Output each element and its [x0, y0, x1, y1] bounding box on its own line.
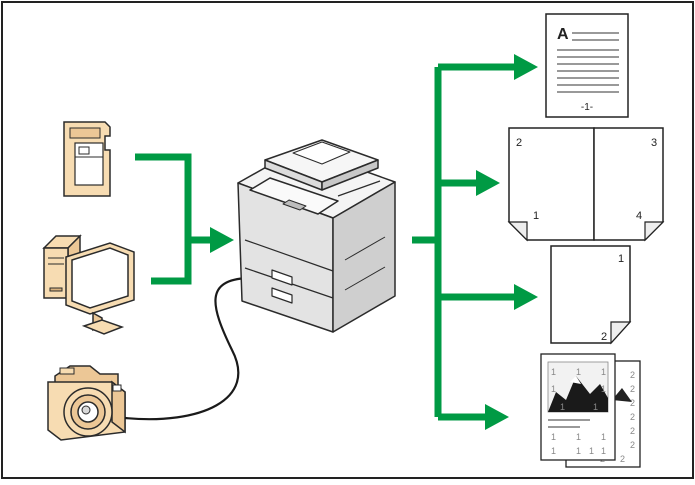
booklet-page-top-left: 2 — [516, 137, 522, 149]
front-page-numbers: 1 1 1 1 1 1 1 1 1 1 1 1 1 1 — [551, 367, 606, 456]
svg-text:2: 2 — [630, 426, 635, 436]
svg-text:2: 2 — [630, 412, 635, 422]
computer-icon — [42, 234, 135, 335]
duplex-page-front: 1 — [618, 253, 624, 265]
sd-card-icon — [63, 121, 111, 197]
svg-text:1: 1 — [576, 432, 581, 442]
svg-text:1: 1 — [551, 384, 556, 394]
svg-text:2: 2 — [630, 440, 635, 450]
svg-text:1: 1 — [551, 446, 556, 456]
booklet-page-top-right: 3 — [651, 137, 657, 149]
svg-text:2: 2 — [630, 370, 635, 380]
doc-page-number: -1- — [581, 102, 593, 113]
output-document-text: A -1- — [545, 13, 629, 118]
output-arrowhead-4 — [485, 404, 509, 430]
usb-cable — [124, 276, 259, 421]
svg-text:1: 1 — [601, 384, 606, 394]
output-arrowhead-3 — [514, 284, 538, 310]
input-arrowhead — [210, 227, 234, 253]
input-arrows — [135, 153, 212, 285]
svg-text:1: 1 — [551, 432, 556, 442]
svg-text:1: 1 — [560, 402, 565, 412]
svg-text:1: 1 — [601, 432, 606, 442]
booklet-page-bottom-right: 4 — [636, 210, 642, 222]
printer-icon — [237, 139, 396, 333]
svg-text:1: 1 — [593, 402, 598, 412]
output-booklet: 2 3 1 4 — [507, 127, 665, 242]
output-arrows — [412, 63, 516, 421]
digital-camera-icon — [47, 365, 126, 441]
booklet-page-bottom-left: 1 — [533, 210, 539, 222]
svg-text:1: 1 — [576, 446, 581, 456]
svg-text:2: 2 — [630, 398, 635, 408]
output-image-pages: 2 2 2 2 2 2 2 2 1 1 1 1 1 1 1 1 1 — [540, 353, 641, 468]
svg-text:1: 1 — [551, 367, 556, 377]
duplex-page-back: 2 — [601, 331, 607, 343]
svg-text:1: 1 — [576, 367, 581, 377]
output-duplex-page: 1 2 — [550, 245, 632, 345]
svg-text:1: 1 — [589, 446, 594, 456]
doc-heading-letter: A — [557, 26, 569, 43]
svg-text:2: 2 — [620, 454, 625, 464]
svg-text:2: 2 — [630, 384, 635, 394]
svg-text:1: 1 — [601, 367, 606, 377]
output-arrowhead-2 — [476, 170, 500, 196]
output-arrowhead-1 — [514, 54, 538, 80]
svg-text:1: 1 — [601, 446, 606, 456]
